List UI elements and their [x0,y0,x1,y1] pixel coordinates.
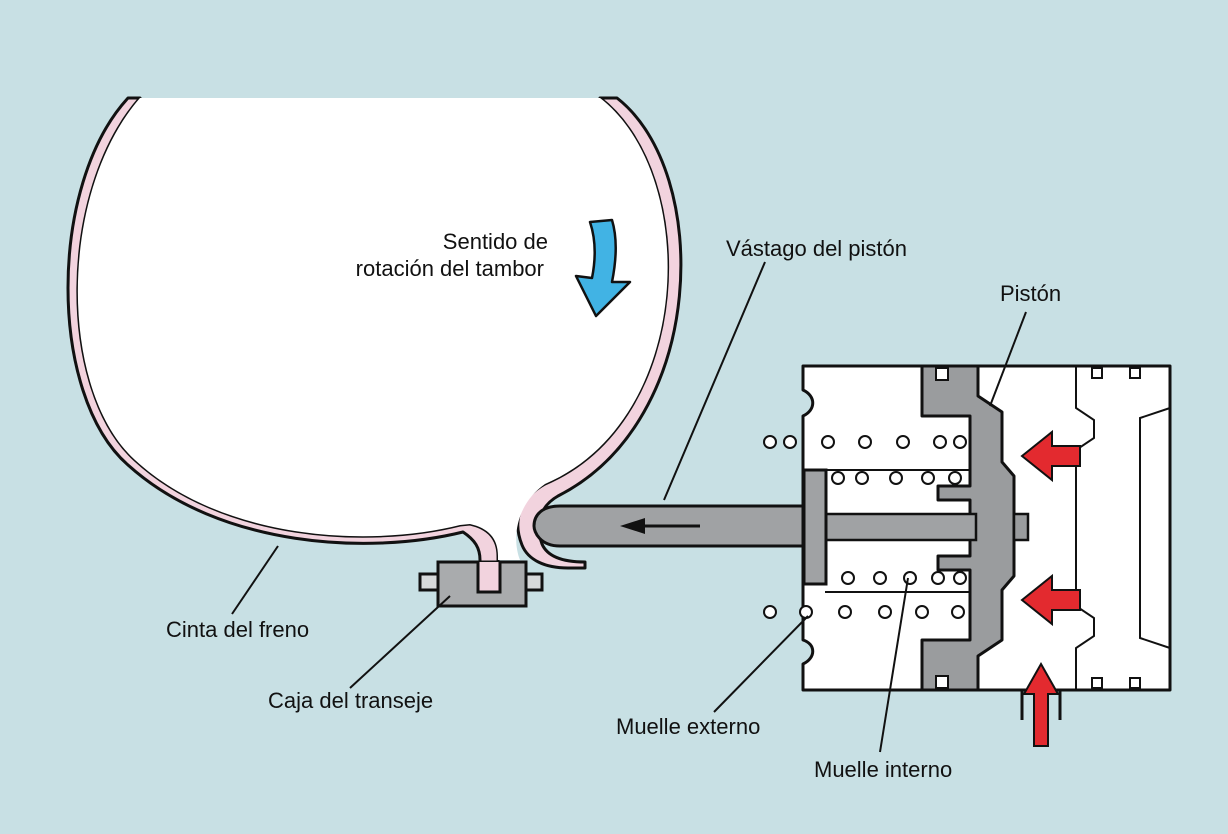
piston-label: Pistón [1000,281,1061,306]
case-label: Caja del transeje [268,688,433,713]
outer-spring-coil [858,435,872,449]
outer-spring-coil [951,605,965,619]
rotation-label-line2: rotación del tambor [356,256,544,281]
leader-lines [231,261,1027,753]
outer-spring-label: Muelle externo [616,714,760,739]
piston-rod [532,504,814,548]
outer-spring-coil [896,435,910,449]
rod-label: Vástago del pistón [726,236,907,261]
inner-spring-coil [831,471,845,485]
transaxle-case [418,560,544,608]
rotation-arrow-icon [574,218,632,318]
rotation-label-line1: Sentido de [443,229,548,254]
outer-spring-coil [878,605,892,619]
outer-spring-coil [763,435,777,449]
inner-spring-coil [931,571,945,585]
inner-spring-coil [855,471,869,485]
inner-spring-coil [953,571,967,585]
outer-spring-coil [783,435,797,449]
outer-spring-coil [953,435,967,449]
outer-spring-coil [821,435,835,449]
piston [920,364,1030,692]
rod-flange [802,468,828,586]
rod-inner [824,512,978,542]
pressure-arrow-icon [1022,661,1060,747]
outer-spring-coil [915,605,929,619]
inner-spring-label: Muelle interno [814,757,952,782]
inner-spring-coil [948,471,962,485]
inner-spring [831,471,967,585]
outer-spring [763,435,967,619]
outer-spring-coil [763,605,777,619]
inner-spring-coil [921,471,935,485]
pressure-arrow-icon [1020,429,1081,483]
inner-spring-coil [873,571,887,585]
inner-spring-coil [903,571,917,585]
outer-spring-coil [799,605,813,619]
outer-spring-coil [838,605,852,619]
pressure-arrows [1020,429,1081,747]
band-label: Cinta del freno [166,617,309,642]
inner-spring-coil [889,471,903,485]
rod-direction-arrow-icon [620,518,645,534]
inner-spring-coil [841,571,855,585]
outer-spring-coil [933,435,947,449]
pressure-arrow-icon [1020,573,1081,627]
